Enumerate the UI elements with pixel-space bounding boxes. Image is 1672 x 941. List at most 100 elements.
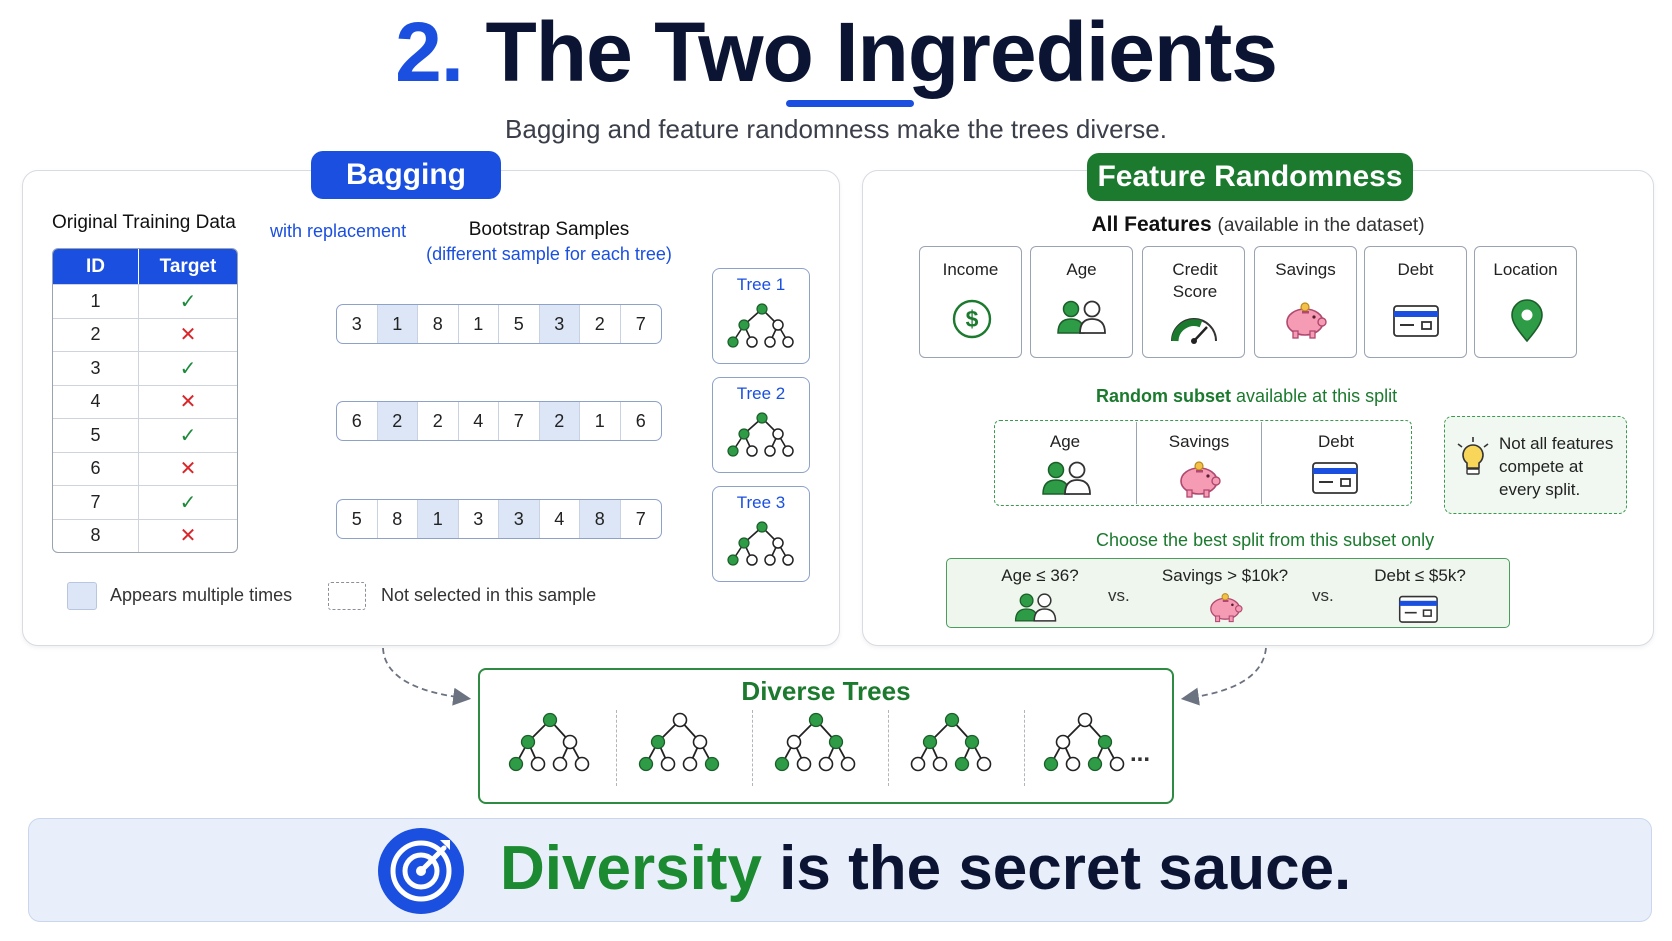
split-candidate-age: Age ≤ 36? [980,566,1100,622]
banner-rest: is the secret sauce. [761,834,1352,903]
tree-icon [727,303,794,348]
tree-box-3: Tree 3 [712,486,810,582]
sample-cell: 2 [539,402,580,440]
table-header: ID Target [53,249,237,284]
feature-label: Location [1493,260,1558,279]
gauge-icon [1171,318,1217,344]
tree-label: Tree 3 [736,493,786,512]
row-id: 6 [53,452,139,485]
table-row: 2✕ [53,317,237,351]
bootstrap-sample-3: 5 8 1 3 3 4 8 7 [336,499,662,539]
tree-icon [910,712,992,772]
dollar-icon: $ [952,299,992,339]
sample-cell: 1 [580,402,621,440]
subset-card-age: Age [996,422,1134,504]
check-icon: ✓ [179,290,197,313]
tree-icon [638,712,720,772]
feature-card-credit-score: Credit Score [1142,246,1245,358]
choose-best-split-label: Choose the best split from this subset o… [1096,530,1435,550]
cross-icon: ✕ [179,458,197,481]
check-icon: ✓ [179,491,197,514]
sample-cell: 3 [337,305,378,343]
tree-divider [888,710,889,786]
sample-cell: 8 [418,305,459,343]
feature-label: Income [942,260,999,279]
card-icon [1398,595,1438,623]
tree-icon [727,412,794,457]
random-subset-bold: Random subset [1096,386,1232,406]
split-question: Savings > $10k? [1161,566,1289,585]
row-id: 7 [53,486,139,519]
feature-label: Debt [1397,260,1434,279]
sample-cell: 6 [635,410,646,431]
sample-cell: 3 [459,500,499,538]
tree-label: Tree 1 [736,275,786,294]
table-row: 1✓ [53,284,237,318]
target-icon [378,828,464,914]
table-row: 3✓ [53,351,237,385]
piggy-bank-icon [1180,461,1221,498]
cross-icon: ✕ [179,391,197,414]
table-row: 4✕ [53,384,237,418]
feature-randomness-heading: Feature Randomness [1087,153,1413,201]
sample-cell: 7 [499,402,540,440]
row-id: 3 [53,352,139,385]
split-candidate-savings: Savings > $10k? [1150,566,1300,623]
table-row: 5✓ [53,418,237,452]
tree-box-2: Tree 2 [712,377,810,473]
with-replacement-label: with replacement [270,221,407,241]
legend-multiple-label: Appears multiple times [110,585,293,605]
sample-cell: 5 [337,500,378,538]
split-question: Debt ≤ $5k? [1374,566,1466,585]
sample-cell: 7 [635,508,646,529]
header-target: Target [159,255,217,277]
random-subset-label: Random subset available at this split [1096,386,1397,407]
bootstrap-subtitle: (different sample for each tree) [426,244,672,264]
diverse-trees-title: Diverse Trees [741,676,911,706]
original-data-label: Original Training Data [52,212,236,233]
sample-cell: 3 [539,305,580,343]
piggy-bank-icon [1286,302,1327,339]
legend-dashed-swatch [328,582,366,610]
tree-label: Tree 2 [736,384,786,403]
all-features-heading: All Features (available in the dataset) [862,213,1654,237]
bootstrap-sample-2: 6 2 2 4 7 2 1 6 [336,401,662,441]
table-row: 8✕ [53,518,237,552]
feature-card-age: Age [1030,246,1133,358]
row-id: 2 [53,318,139,351]
sample-cell: 2 [377,402,418,440]
random-subset-rest: available at this split [1236,386,1398,406]
table-row: 7✓ [53,485,237,519]
sample-cell: 6 [337,402,378,440]
people-icon [1014,593,1057,622]
sample-cell: 8 [580,500,621,538]
piggy-bank-icon [1210,592,1243,623]
diverse-trees-box [478,668,1174,804]
sample-cell: 8 [378,500,418,538]
all-features-note: (available in the dataset) [1217,215,1425,236]
row-id: 5 [53,419,139,452]
note-text: Not all features compete at every split. [1499,434,1614,499]
vs-label: vs. [1108,586,1130,605]
split-question: Age ≤ 36? [1001,566,1079,585]
sample-cell: 1 [418,500,459,538]
vs-label: vs. [1312,586,1334,605]
more-trees-ellipsis: ... [1130,740,1151,767]
svg-text:$: $ [966,306,979,332]
split-candidate-debt: Debt ≤ $5k? [1350,566,1490,623]
check-icon: ✓ [179,357,197,380]
feature-label: Credit Score [1172,260,1218,301]
feature-card-savings: Savings [1254,246,1357,358]
sample-cell: 2 [580,305,621,343]
page-title: 2. The Two Ingredients [0,4,1672,101]
tree-icon [508,712,590,772]
tree-icon [1043,712,1125,772]
feature-label: Age [1066,260,1097,279]
sample-cell: 1 [459,305,499,343]
original-data-table: ID Target 1✓ 2✕ 3✓ 4✕ 5✓ 6✕ 7✓ 8✕ [52,248,238,553]
sample-cell: 4 [540,500,580,538]
subset-card-savings: Savings [1136,422,1262,504]
card-icon [1312,462,1358,494]
bootstrap-sample-1: 3 1 8 1 5 3 2 7 [336,304,662,344]
subset-label: Age [1049,432,1081,451]
